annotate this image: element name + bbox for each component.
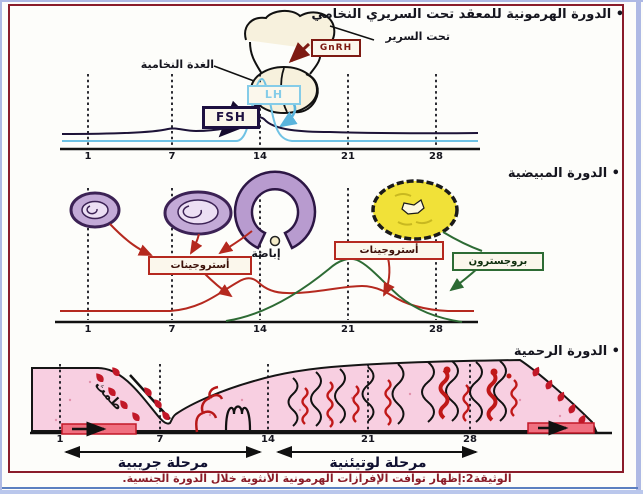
- luteal-phase-label: مرحلة لوتيئنية: [329, 455, 427, 471]
- gnrh-hormone-box: GnRH: [311, 39, 361, 57]
- hypothalamus-pointer-line: [329, 25, 375, 41]
- ovarian-annotation-arrows: [109, 223, 395, 298]
- follicular-phase-label: مرحلة جريبية: [117, 455, 209, 471]
- day-tick-label: 28: [429, 324, 443, 335]
- spiral-arteries-early: [195, 385, 224, 433]
- pituitary-pointer-line: [213, 65, 255, 82]
- document-frame: [8, 4, 624, 473]
- estrogens-box-2: أستروجينات: [334, 241, 444, 260]
- day-tick-label: 7: [168, 151, 176, 162]
- day-tick-label: 28: [463, 434, 477, 445]
- section-title-ovarian-cycle: • الدورة المبيضية: [507, 166, 620, 181]
- endometrium-diagram: [30, 358, 612, 437]
- ovulation-label: إباضة: [251, 247, 281, 260]
- figure-caption: الوثيقة2:إظهار توافت الإفرازات الهرمونية…: [122, 472, 512, 485]
- follicle-stages: [69, 170, 483, 298]
- artery-blobs: [443, 366, 512, 379]
- bottom-blue-rule: [2, 487, 638, 489]
- gnrh-arrow: [288, 42, 311, 64]
- day-tick-label: 21: [341, 324, 355, 335]
- progesterone-box: بروجسترون: [452, 252, 544, 271]
- outer-edge-bottom: [0, 490, 643, 494]
- day-tick-label: 28: [429, 151, 443, 162]
- day-tick-label: 1: [56, 434, 64, 445]
- progesterone-curve: [225, 257, 463, 323]
- outer-edge-top: [0, 0, 643, 2]
- day-tick-label: 7: [168, 324, 176, 335]
- uterine-glands-early: [224, 405, 252, 431]
- primary-follicle: [69, 191, 121, 229]
- corpus-luteum: [371, 179, 459, 241]
- fsh-hormone-box: FSH: [202, 106, 260, 129]
- lh-arrow: [278, 103, 298, 128]
- day-tick-label: 7: [156, 434, 164, 445]
- pituitary-gland-label: الغدة النخامية: [140, 58, 214, 71]
- uterine-glands-luteal: [287, 360, 507, 427]
- estrogens-box-1: أستروجينات: [148, 256, 252, 275]
- outer-edge-left: [0, 0, 2, 494]
- day-tick-label: 14: [253, 151, 267, 162]
- section-title-hypothalamic-cycle: • الدورة الهرمونية للمعقد تحت السريري ال…: [311, 7, 624, 22]
- fsh-curve: [61, 116, 479, 135]
- day-tick-label: 21: [361, 434, 375, 445]
- outer-edge-right: [636, 0, 641, 494]
- hypothalamus-label: تحت السرير: [385, 30, 450, 43]
- day-tick-label: 21: [341, 151, 355, 162]
- day-tick-label: 1: [84, 151, 92, 162]
- section-title-uterine-cycle: • الدورة الرحمية: [513, 344, 620, 359]
- spiral-arteries-luteal: [301, 368, 518, 428]
- lh-hormone-box: LH: [247, 85, 301, 105]
- gridlines-mid-chart: [87, 188, 437, 320]
- mature-follicle: [233, 170, 317, 250]
- day-tick-label: 14: [261, 434, 275, 445]
- day-tick-label: 14: [253, 324, 267, 335]
- growing-follicle: [163, 190, 233, 236]
- oocyte: [269, 235, 281, 247]
- day-tick-label: 1: [84, 324, 92, 335]
